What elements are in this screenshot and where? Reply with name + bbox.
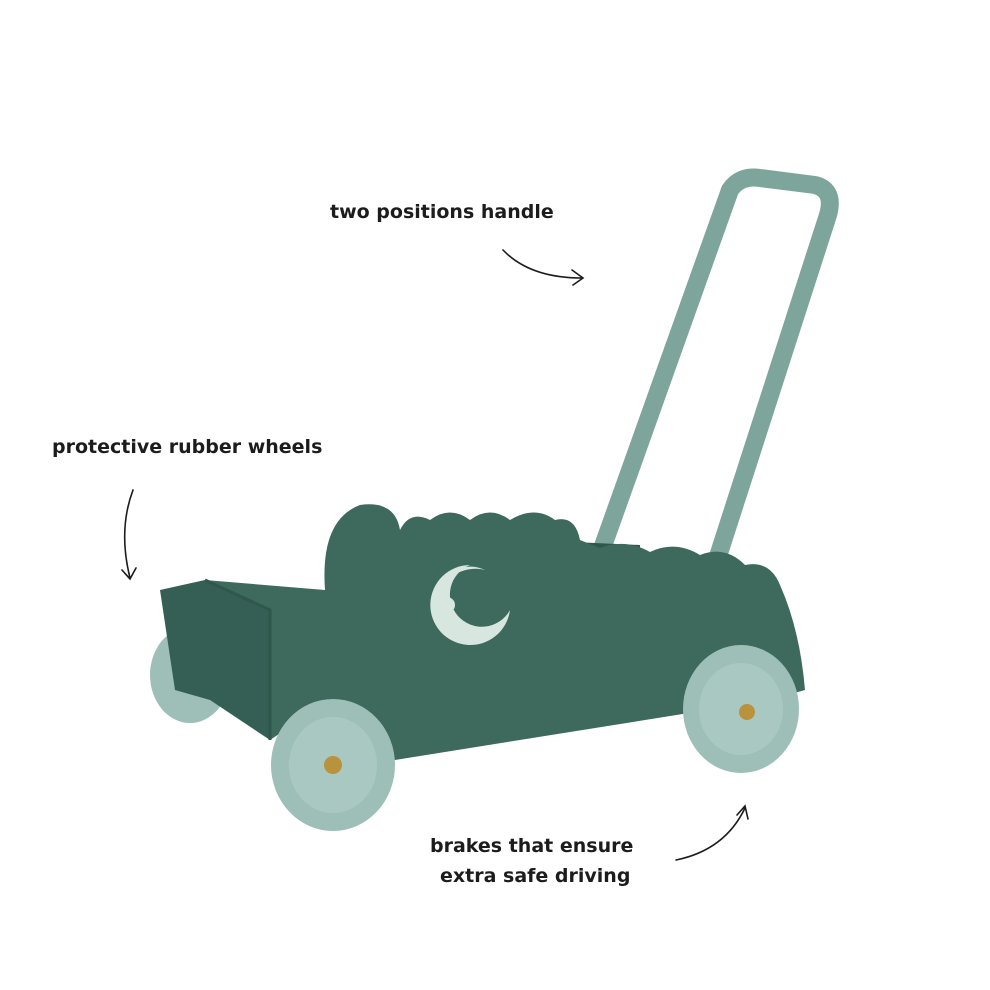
- callout-brakes-line1: brakes that ensure: [430, 835, 634, 857]
- handle: [589, 168, 839, 584]
- eye-icon: [430, 565, 510, 645]
- callout-wheels: protective rubber wheels: [52, 436, 323, 458]
- right-wheel: [683, 645, 799, 773]
- arrow-wheels: [121, 489, 137, 581]
- walker-body: [205, 504, 805, 760]
- callout-handle: two positions handle: [330, 201, 554, 223]
- arrow-handle: [502, 249, 585, 286]
- callout-brakes-line2: extra safe driving: [440, 865, 631, 887]
- arrow-brakes: [675, 804, 749, 861]
- side-panel: [160, 580, 270, 740]
- front-wheel: [271, 699, 395, 831]
